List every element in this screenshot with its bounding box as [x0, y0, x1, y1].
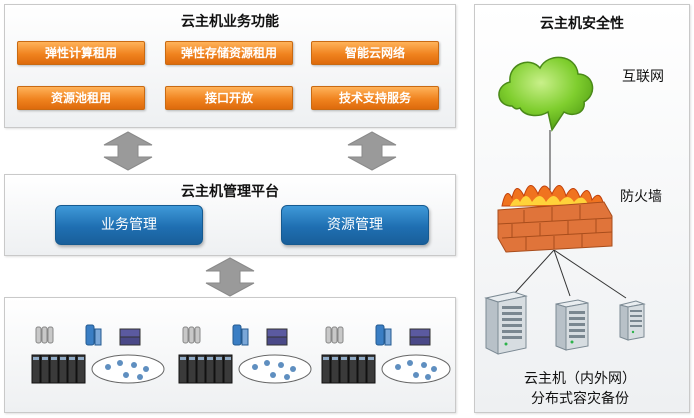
resource-pool-button[interactable]: 资源池租用: [17, 86, 145, 110]
tech-support-button[interactable]: 技术支持服务: [311, 86, 439, 110]
resource-management-button[interactable]: 资源管理: [281, 205, 429, 245]
business-panel: 云主机业务功能 弹性计算租用 弹性存储资源租用 智能云网络 资源池租用 接口开放…: [4, 4, 456, 128]
server-icon: [619, 300, 646, 341]
security-bottom-line2: 分布式容灾备份: [531, 391, 629, 407]
connector-line: [549, 130, 551, 190]
server-cluster-icon: [178, 324, 312, 384]
business-management-button[interactable]: 业务管理: [55, 205, 203, 245]
internet-label: 互联网: [622, 69, 664, 85]
double-arrow-icon: [205, 257, 255, 297]
security-bottom-line1: 云主机（内外网）: [524, 371, 636, 387]
server-cluster-icon: [321, 324, 451, 384]
elastic-storage-button[interactable]: 弹性存储资源租用: [165, 41, 293, 65]
firewall-icon: [497, 185, 613, 253]
cloud-icon: [498, 56, 594, 132]
firewall-label: 防火墙: [620, 189, 662, 205]
open-interface-button[interactable]: 接口开放: [165, 86, 293, 110]
double-arrow-icon: [347, 131, 397, 171]
elastic-compute-button[interactable]: 弹性计算租用: [17, 41, 145, 65]
server-cluster-icon: [31, 324, 165, 384]
smart-network-button[interactable]: 智能云网络: [311, 41, 439, 65]
server-icon: [555, 299, 589, 351]
platform-panel: 云主机管理平台 业务管理 资源管理: [4, 174, 456, 256]
server-icon: [484, 291, 528, 355]
security-title: 云主机安全性: [540, 16, 624, 32]
platform-title: 云主机管理平台: [181, 184, 279, 200]
business-title: 云主机业务功能: [181, 14, 279, 30]
connector-lines: [513, 250, 627, 299]
double-arrow-icon: [103, 131, 153, 171]
